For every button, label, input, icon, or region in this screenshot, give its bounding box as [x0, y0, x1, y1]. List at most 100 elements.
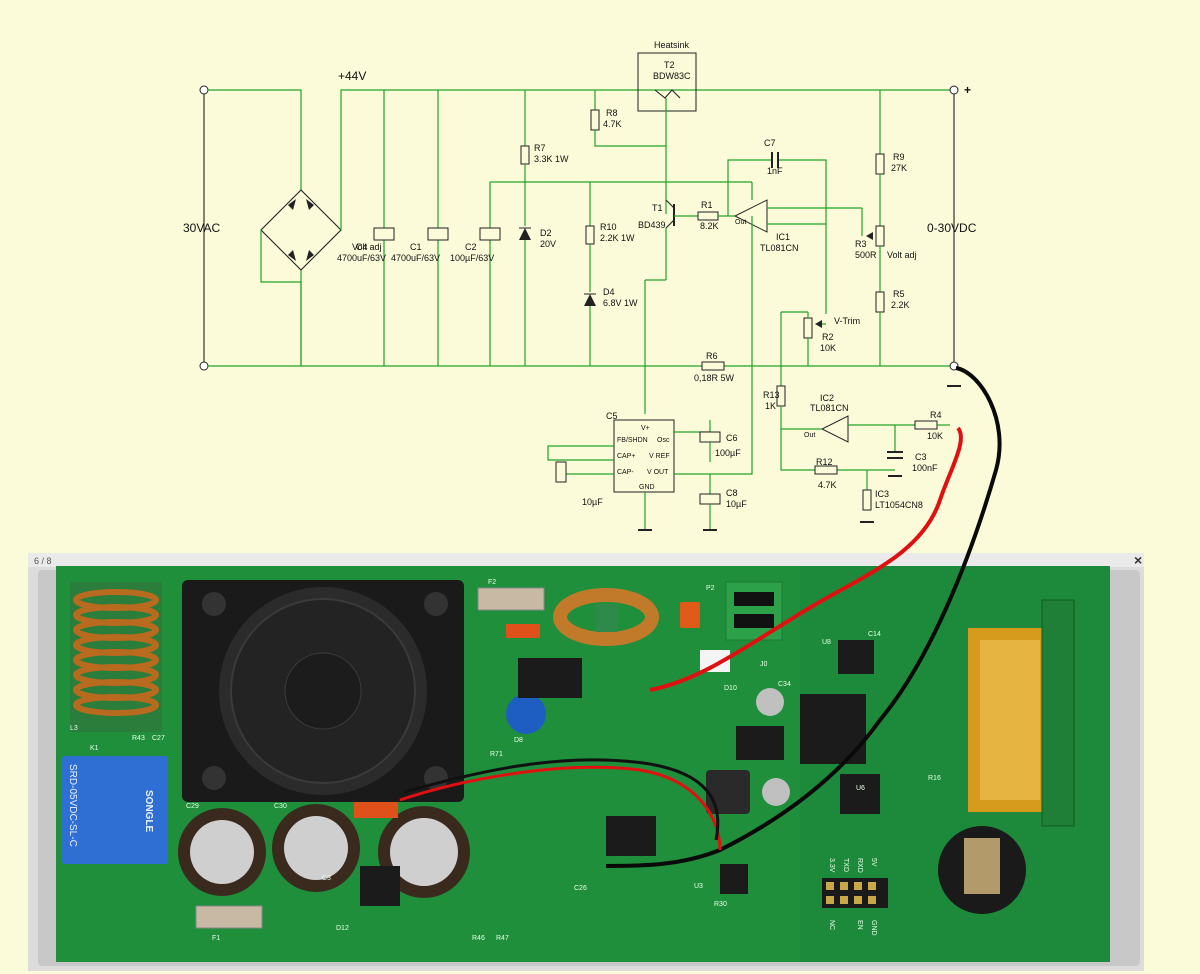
value-c5: 100µF — [715, 448, 741, 458]
resistor-r12 — [862, 470, 872, 511]
ic3-pin-vout: V OUT — [647, 469, 669, 476]
value-r8: 4.7K — [603, 119, 622, 129]
svg-text:Volt adj: Volt adj — [352, 242, 382, 252]
silk-label: F2 — [488, 579, 496, 586]
opamp-ic2 — [781, 415, 915, 443]
capacitor-c4: Volt adj — [352, 90, 395, 366]
value-t1: BD439 — [638, 220, 666, 230]
ic3-pin-fb: FB/SHDN — [617, 437, 648, 444]
label-c1: C1 — [410, 242, 422, 252]
label-r7: R7 — [534, 143, 546, 153]
red-probe-lead — [649, 426, 963, 692]
schematic: 30VAC +44V Volt adj C4 4700uF/63V C1 — [183, 40, 977, 531]
value-c4: 4700uF/63V — [337, 253, 386, 263]
zener-d2 — [519, 227, 531, 366]
resistor-r13 — [776, 312, 895, 471]
silk-label: R46 — [472, 935, 485, 942]
electrolytic-capacitor — [178, 808, 266, 896]
capacitor-c6 — [699, 474, 721, 530]
potentiometer-r2 — [781, 311, 826, 366]
label-r6: R6 — [706, 351, 718, 361]
capacitor-c8 — [555, 461, 567, 483]
label-r3: R3 — [855, 239, 867, 249]
lcd-ribbon-connector — [968, 599, 1075, 827]
label-r2: R2 — [822, 332, 834, 342]
value-d2: 20V — [540, 239, 556, 249]
value-r5: 2.2K — [891, 300, 910, 310]
label-c7: C7 — [764, 138, 776, 148]
value-c1: 4700uF/63V — [391, 253, 440, 263]
silk-label: C30 — [274, 803, 287, 810]
silk-label: R30 — [714, 901, 727, 908]
value-r13: 1K — [765, 401, 776, 411]
silk-label: NC — [828, 920, 835, 930]
blue-ceramic-capacitor — [506, 694, 546, 734]
fuse-f2 — [477, 587, 545, 611]
relay-brand: SONGLE — [143, 790, 154, 833]
label-c2: C2 — [465, 242, 477, 252]
ic1-out-pin: Out — [735, 219, 746, 226]
label-r11: R12 — [816, 457, 833, 467]
silk-label: P2 — [706, 585, 715, 592]
resistor-r1 — [674, 211, 735, 221]
red-wire — [399, 765, 722, 851]
label-d2: D2 — [540, 228, 552, 238]
silk-label: C14 — [868, 631, 881, 638]
mcu-chip — [800, 694, 866, 764]
electrolytic-capacitor — [272, 804, 360, 892]
value-r7: 3.3K 1W — [534, 154, 569, 164]
smd-inductor — [706, 770, 750, 814]
regulator-d12 — [360, 866, 400, 906]
inductor-l3 — [70, 582, 162, 732]
silk-label: U3 — [694, 883, 703, 890]
value-c2: 100µF/63V — [450, 253, 494, 263]
silk-label: 3.3V — [828, 858, 835, 873]
value-c6: 10µF — [726, 499, 747, 509]
output-terminal-plus — [949, 85, 959, 95]
silk-label: TXD — [842, 858, 849, 872]
pcb-photo: 6 / 8 × SONGLE SRD- — [28, 366, 1144, 971]
silk-label: U6 — [856, 785, 865, 792]
label-r10: R10 — [600, 222, 617, 232]
toroid-inductor — [553, 588, 659, 646]
black-wire — [403, 758, 720, 841]
silk-label: C29 — [186, 803, 199, 810]
ic-chip — [736, 726, 784, 760]
label-ic1: IC1 — [776, 232, 790, 242]
silk-label: 5V — [870, 858, 877, 867]
resistor-r5 — [875, 291, 885, 366]
ic3-pin-capminus: CAP- — [617, 469, 634, 476]
ac-terminal-bottom — [199, 361, 209, 371]
label-r1: R1 — [701, 200, 713, 210]
resistor-r8 — [590, 90, 666, 147]
value-r1: 8.2K — [700, 221, 719, 231]
capacitor-c3 — [887, 425, 903, 459]
silk-label: U8 — [822, 639, 831, 646]
value-r9: 27K — [891, 163, 907, 173]
value-ic3: 10µF — [582, 497, 603, 507]
value-c3: 100nF — [912, 463, 938, 473]
value-c7: 1nF — [767, 166, 783, 176]
silk-label: C26 — [574, 885, 587, 892]
ic3-pin-osc: Osc — [657, 437, 670, 444]
value-r6: 0,18R 5W — [694, 373, 735, 383]
close-icon[interactable]: × — [1134, 552, 1142, 568]
silk-label: GND — [870, 920, 877, 936]
ic3-pin-vref: V REF — [649, 453, 670, 460]
resistor-r10 — [585, 182, 595, 292]
value-r11: 4.7K — [818, 480, 837, 490]
capacitor-c7 — [727, 152, 827, 314]
relay-k1: SONGLE SRD-05VDC-SL-C — [62, 756, 168, 864]
label-r5: R5 — [893, 289, 905, 299]
silk-label: EN — [856, 920, 863, 930]
value-r4: 10K — [927, 431, 943, 441]
ic-chip — [838, 640, 874, 674]
value-ic2: TL081CN — [810, 403, 849, 413]
potentiometer-r3 — [861, 208, 885, 292]
transistor-t1 — [644, 199, 675, 414]
smd-capacitor — [756, 688, 784, 716]
label-c6: C8 — [726, 488, 738, 498]
silk-label: C3 — [322, 875, 331, 882]
resistor-r11 — [814, 465, 838, 475]
page-indicator: 6 / 8 — [34, 556, 52, 566]
